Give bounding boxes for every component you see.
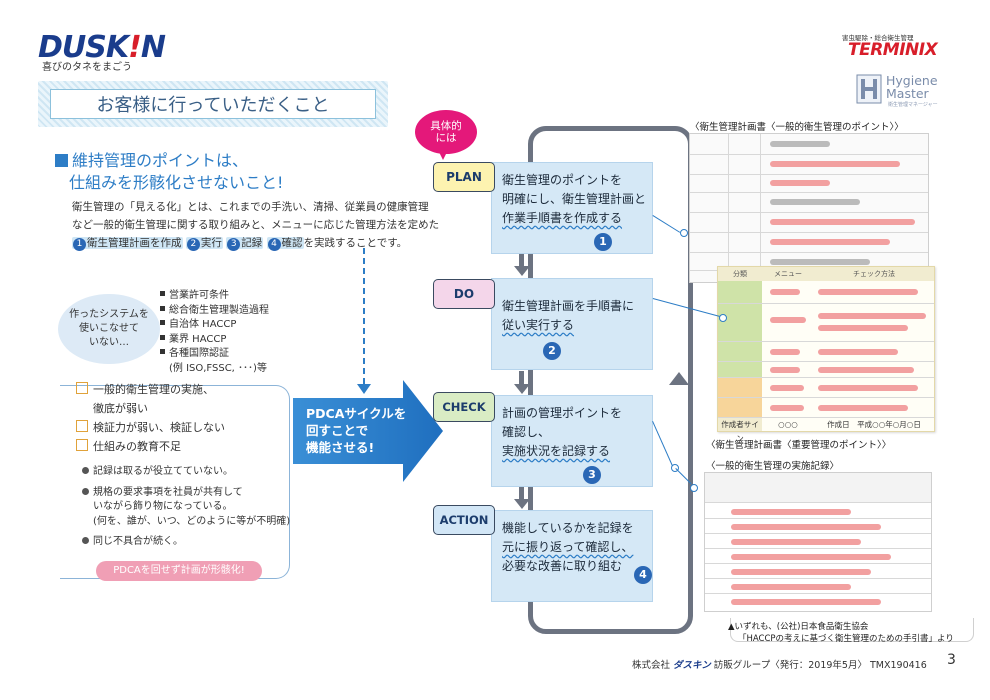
doc2-title: 〈衛生管理計画書〈重要管理のポイント〉〉	[706, 440, 892, 451]
source-note: ▲いずれも、(公社)日本食品衛生協会 「HACCPの考えに基づく衛生管理のための…	[728, 622, 954, 644]
step-number: 3	[583, 466, 601, 484]
list-item: 規格の要求事項を社員が共有して	[82, 486, 290, 501]
step-number: 1	[594, 233, 612, 251]
step-number: 2	[543, 342, 561, 360]
do-box: 衛生管理計画を手順書に 従い実行する	[491, 278, 653, 370]
connector-dot	[671, 464, 679, 472]
tagline: 喜びのタネをまごう	[42, 62, 132, 73]
system-bubble: 作ったシステムを使いこなせていない…	[58, 294, 160, 364]
problem-checklist: 一般的衛生管理の実施、 徹底が弱い 検証力が弱い、検証しない 仕組みの教育不足	[76, 380, 225, 456]
list-item: 業界 HACCP	[160, 333, 269, 348]
action-box: 機能しているかを記録を 元に振り返って確認し、 必要な改善に取り組む	[491, 510, 653, 602]
square-bullet-icon	[55, 154, 68, 167]
connector-line	[519, 371, 524, 385]
intro-text: 衛生管理の「見える化」とは、これまでの手洗い、清掃、従業員の健康管理 など一般的…	[72, 201, 440, 251]
arrow-down-icon	[514, 499, 530, 509]
action-label: ACTION	[433, 505, 495, 535]
check-box: 計画の管理ポイントを 確認し、 実施状況を記録する	[491, 395, 653, 487]
pdca-loop	[528, 126, 693, 634]
connector-dot	[719, 314, 727, 322]
step-number: 4	[634, 566, 652, 584]
checkbox-icon	[76, 420, 88, 432]
checkbox-icon	[76, 382, 88, 394]
dot-icon	[82, 467, 89, 474]
footer: 株式会社 ダスキン 訪販グループ〈発行：2019年5月〉 TMX190416	[632, 660, 927, 671]
critical-control-plan-document: 分類 メニュー チェック方法 作成者サイン ○○○ 作成日 平成○○年○月○日	[717, 266, 935, 443]
terminix-logo: TERMINIX	[848, 40, 938, 60]
general-hygiene-record-document	[704, 472, 932, 612]
headline: 維持管理のポイントは、 仕組みを形骸化させないこと!	[55, 150, 283, 194]
connector-line	[519, 486, 524, 500]
list-item: 検証力が弱い、検証しない	[76, 418, 225, 437]
arrow-up-icon	[669, 372, 689, 385]
connector-line	[519, 248, 524, 268]
doc3-title: 〈一般的衛生管理の実施記録〉	[706, 461, 840, 472]
page-number: 3	[947, 652, 956, 668]
list-item: 一般的衛生管理の実施、	[76, 380, 225, 399]
list-item: (例 ISO,FSSC, ･･･)等	[169, 362, 267, 374]
plan-label: PLAN	[433, 162, 495, 192]
list-item: 総合衛生管理製造過程	[160, 304, 269, 319]
bubble-tail	[438, 150, 448, 160]
problem-notes: 記録は取るが役立てていない。 規格の要求事項を社員が共有して いながら飾り物にな…	[82, 465, 290, 550]
arrow-down-icon	[357, 384, 371, 394]
hygiene-master-icon	[856, 74, 882, 104]
page-title: お客様に行っていただくこと	[50, 89, 376, 119]
terminix-subtitle: 害虫駆除・総合衛生管理	[842, 34, 914, 42]
pdca-arrow	[293, 380, 443, 482]
arrow-down-icon	[514, 384, 530, 394]
checkbox-icon	[76, 439, 88, 451]
arrow-down-icon	[514, 266, 530, 276]
dashed-arrow-line	[363, 248, 365, 384]
doc1-title: 〈衛生管理計画書〈一般的衛生管理のポイント〉〉	[690, 122, 904, 133]
list-item: 仕組みの教育不足	[76, 437, 225, 456]
connector-dot	[680, 229, 688, 237]
source-frame	[730, 618, 974, 642]
certification-list: 営業許可条件 総合衛生管理製造過程 自治体 HACCP 業界 HACCP 各種国…	[160, 289, 269, 376]
dot-icon	[82, 537, 89, 544]
list-item: 自治体 HACCP	[160, 318, 269, 333]
hygiene-master-subtitle: 衛生管理マネージャー	[888, 102, 938, 108]
check-label: CHECK	[433, 392, 495, 422]
list-item: 記録は取るが役立てていない。	[82, 465, 290, 480]
list-item: 同じ不具合が続く。	[82, 535, 290, 550]
warning-badge: PDCAを回せず計画が形骸化!	[96, 561, 262, 581]
do-label: DO	[433, 279, 495, 309]
pdca-arrow-text: PDCAサイクルを回すことで機能させる!	[306, 406, 407, 455]
plan-box: 衛生管理のポイントを 明確にし、衛生管理計画と 作業手順書を作成する	[491, 162, 653, 254]
list-item: 営業許可条件	[160, 289, 269, 304]
duskin-logo: DUSK!N	[38, 30, 166, 65]
concretely-bubble: 具体的には	[415, 110, 477, 154]
dot-icon	[82, 487, 89, 495]
general-hygiene-plan-document	[689, 133, 929, 283]
connector-dot	[690, 484, 698, 492]
list-item: 各種国際認証	[160, 347, 269, 362]
